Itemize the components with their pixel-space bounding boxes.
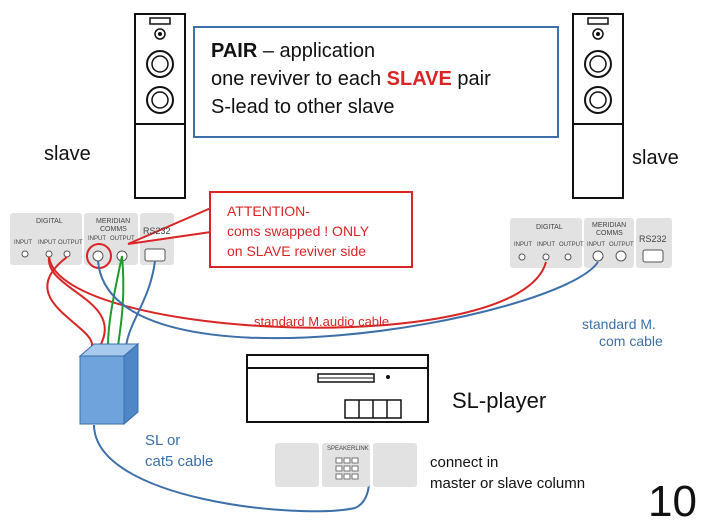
title-line-1: PAIR – application (211, 40, 375, 63)
right-speaker (572, 13, 624, 199)
right-rs232-title: RS232 (639, 234, 667, 244)
left-comms-output-label: OUTPUT (110, 236, 135, 242)
com-cable-label-1: standard M. (582, 316, 656, 332)
slave-left-label: slave (44, 143, 91, 165)
left-speaker (134, 13, 186, 199)
left-digital-input-label: INPUT (14, 240, 32, 246)
one-reviver-label: one reviver to each (211, 68, 387, 90)
connect-label-2: master or slave column (430, 475, 586, 492)
title-box: PAIR – application one reviver to each S… (193, 26, 559, 138)
attention-line-3: on SLAVE reviver side (227, 243, 367, 259)
right-comms-input-label: INPUT (587, 242, 605, 248)
left-digital-input2-label: INPUT (38, 240, 56, 246)
left-meridian-title: MERIDIAN (96, 218, 131, 225)
green-comms-cable-2 (117, 255, 125, 347)
right-meridian-title: MERIDIAN (592, 222, 627, 229)
left-rs232-title: RS232 (143, 226, 171, 236)
sl-player (246, 354, 429, 423)
blue-rs232-cable (125, 260, 156, 347)
title-line-3: S-lead to other slave (211, 96, 395, 118)
right-digital-title: DIGITAL (536, 224, 563, 231)
right-digital-input-label: INPUT (514, 242, 532, 248)
right-connector-panel (510, 218, 672, 268)
left-comms-title: COMMS (100, 226, 127, 233)
attention-line-2: coms swapped ! ONLY (227, 223, 370, 239)
left-comms-input-label: INPUT (88, 236, 106, 242)
red-audio-cable (48, 256, 547, 329)
right-digital-input2-label: INPUT (537, 242, 555, 248)
sl-cable-label-1: SL or (145, 432, 181, 449)
red-reviver-cable-2 (47, 256, 106, 347)
green-comms-cable-1 (107, 255, 123, 347)
speakerlink-label: SPEAKERLINK (327, 446, 369, 452)
slave-right-label: slave (632, 147, 679, 169)
speakerlink-panel (275, 443, 417, 487)
page-number: 10 (648, 477, 697, 526)
pair-label: PAIR (211, 40, 258, 62)
title-line-2: one reviver to each SLAVE pair (211, 68, 491, 91)
slave-emphasis: SLAVE (386, 68, 452, 90)
attention-line-1: ATTENTION- (227, 203, 310, 219)
right-digital-output-label: OUTPUT (559, 242, 584, 248)
sl-cable-label-2: cat5 cable (145, 453, 214, 470)
com-cable-label-2: com cable (599, 333, 663, 349)
left-digital-output-label: OUTPUT (58, 240, 83, 246)
cables (46, 255, 599, 513)
right-comms-output-label: OUTPUT (609, 242, 634, 248)
pair-suffix: pair (451, 68, 491, 90)
attention-box: ATTENTION- coms swapped ! ONLY on SLAVE … (209, 191, 413, 268)
reviver-box (78, 342, 140, 426)
audio-cable-label: standard M.audio cable (254, 314, 390, 329)
application-label: – application (257, 40, 376, 62)
sl-player-label: SL-player (452, 388, 547, 413)
left-digital-title: DIGITAL (36, 218, 63, 225)
blue-com-cable (97, 260, 599, 340)
right-comms-title: COMMS (596, 230, 623, 237)
red-reviver-cable-1 (46, 256, 93, 347)
connect-label-1: connect in (430, 454, 499, 471)
